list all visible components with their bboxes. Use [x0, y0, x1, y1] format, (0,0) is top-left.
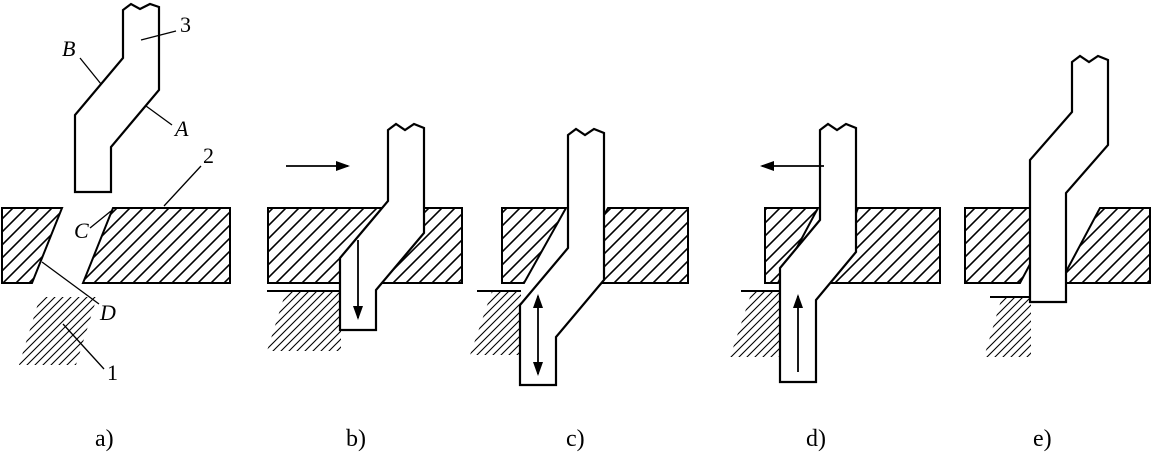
block-left-section [1, 207, 64, 284]
leader-line-B [79, 57, 102, 85]
leader-line-1 [62, 323, 105, 370]
label-B: B [62, 36, 75, 61]
base-ground-hatch [730, 291, 781, 357]
base-ground-hatch [470, 291, 521, 355]
leader-line-C [89, 210, 112, 229]
block-right-section [1058, 207, 1151, 284]
caption-d: d) [806, 426, 826, 452]
caption-b: b) [346, 426, 366, 452]
base-ground-hatch [267, 291, 341, 351]
caption-a: a) [95, 426, 114, 452]
label-D: D [99, 300, 116, 325]
label-1: 1 [107, 360, 118, 385]
bent-rod [778, 122, 858, 384]
leader-line-D [41, 261, 100, 305]
block-left-section [501, 207, 568, 284]
caption-e: e) [1033, 426, 1052, 452]
label-2: 2 [203, 143, 214, 168]
bent-rod [1028, 54, 1110, 304]
base-ground-hatch [19, 297, 97, 365]
block-left-section [764, 207, 820, 284]
label-A: A [173, 116, 189, 141]
subfigure-e: e) [964, 54, 1151, 452]
bent-rod [338, 122, 426, 332]
subfigure-a: B 3 A 2 C D 1 a) [1, 2, 231, 452]
block-right-section [81, 207, 231, 284]
base-ground-hatch [984, 297, 1031, 357]
label-3: 3 [180, 12, 191, 37]
leader-line-A [145, 105, 173, 126]
bent-rod [73, 2, 161, 194]
subfigure-c: c) [470, 127, 689, 452]
subfigure-b: b) [267, 122, 463, 452]
caption-c: c) [566, 426, 585, 452]
label-C: C [74, 218, 89, 243]
leader-line-2 [163, 165, 202, 207]
leader-line-3 [140, 30, 177, 41]
subfigure-d: d) [730, 122, 941, 452]
